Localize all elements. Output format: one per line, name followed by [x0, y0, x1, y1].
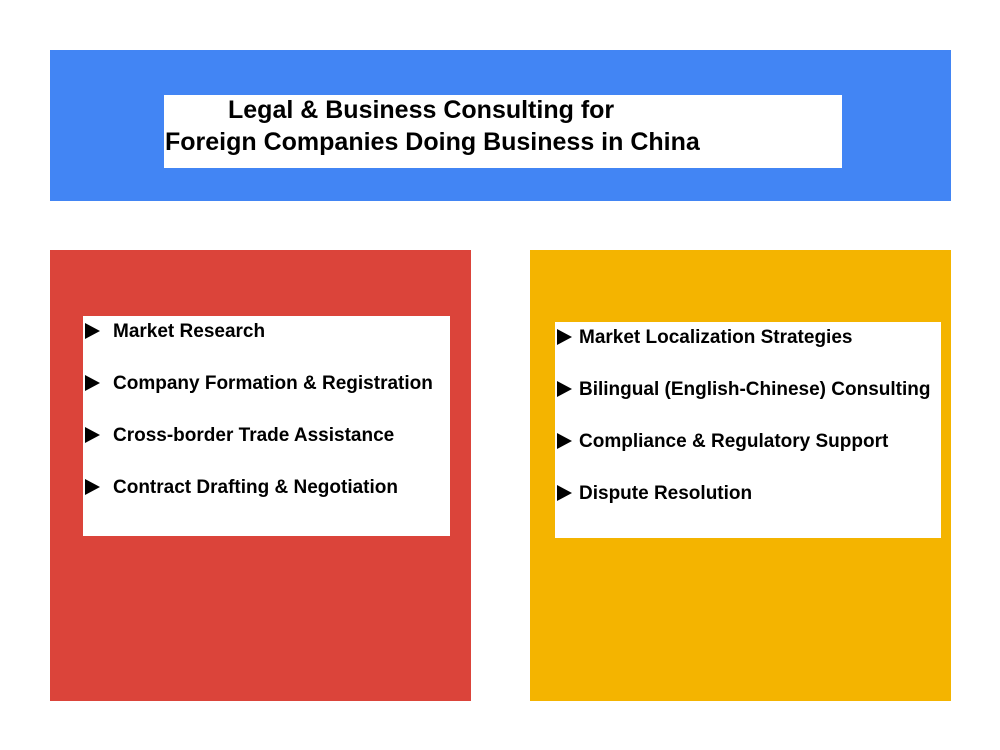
title-line-1: Legal & Business Consulting for [228, 96, 615, 124]
triangle-right-icon [557, 484, 572, 501]
list-item-label: Bilingual (English-Chinese) Consulting [579, 379, 931, 400]
title-box: Legal & Business Consulting for Foreign … [164, 95, 842, 168]
right-services-list: Market Localization Strategies Bilingual… [555, 322, 941, 538]
list-item: Market Localization Strategies [555, 323, 852, 353]
list-item-label: Compliance & Regulatory Support [579, 431, 889, 452]
triangle-right-icon [557, 380, 572, 397]
list-item: Dispute Resolution [555, 479, 752, 509]
title-line-2: Foreign Companies Doing Business in Chin… [165, 128, 700, 156]
list-item-label: Dispute Resolution [579, 483, 753, 504]
list-item-label: Contract Drafting & Negotiation [113, 477, 398, 498]
triangle-right-icon [557, 328, 572, 345]
list-item: Cross-border Trade Assistance [83, 421, 394, 451]
list-item-label: Market Localization Strategies [579, 327, 853, 348]
triangle-right-icon [85, 374, 100, 391]
list-item: Market Research [83, 317, 265, 347]
list-item: Compliance & Regulatory Support [555, 427, 888, 457]
triangle-right-icon [85, 322, 100, 339]
list-item: Bilingual (English-Chinese) Consulting [555, 375, 931, 405]
list-item-label: Market Research [113, 321, 266, 342]
triangle-right-icon [85, 426, 100, 443]
list-item: Contract Drafting & Negotiation [83, 473, 398, 503]
triangle-right-icon [557, 432, 572, 449]
left-services-list: Market Research Company Formation & Regi… [83, 316, 450, 536]
list-item-label: Company Formation & Registration [113, 373, 433, 394]
list-item-label: Cross-border Trade Assistance [113, 425, 395, 446]
list-item: Company Formation & Registration [83, 369, 433, 399]
triangle-right-icon [85, 478, 100, 495]
